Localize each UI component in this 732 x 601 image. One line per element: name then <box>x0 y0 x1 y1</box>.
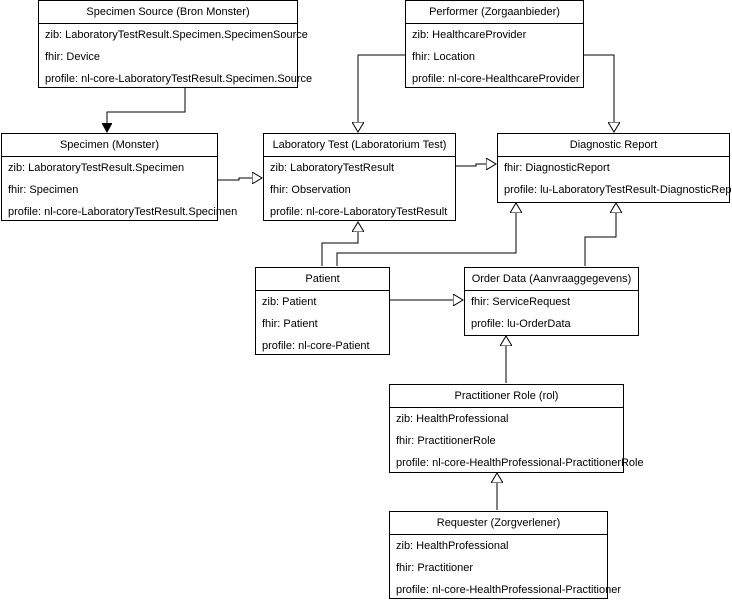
zib-row: zib: HealthcareProvider <box>412 29 527 41</box>
patient-box: Patient zib: Patient fhir: Patient profi… <box>255 267 390 355</box>
box-title: Order Data (Aanvraaggegevens) <box>465 268 638 291</box>
fhir-row: fhir: Practitioner <box>396 562 474 574</box>
performer-box: Performer (Zorgaanbieder) zib: Healthcar… <box>405 0 584 88</box>
zib-row: zib: LaboratoryTestResult.Specimen <box>8 162 185 174</box>
profile-row: profile: nl-core-LaboratoryTestResult <box>270 206 448 218</box>
practitioner-role-box: Practitioner Role (rol) zib: HealthProfe… <box>389 384 644 473</box>
specimen-source-box: Specimen Source (Bron Monster) zib: Labo… <box>38 0 313 88</box>
connector-performer-to-lab-test <box>358 54 405 132</box>
zib-row: zib: LaboratoryTestResult <box>270 162 395 174</box>
requester-box: Requester (Zorgverlener) zib: HealthProf… <box>389 511 621 599</box>
connector-specimen-source-to-specimen <box>107 87 186 132</box>
connector-order-data-to-diagnostic-report <box>584 203 616 266</box>
zib-row: zib: LaboratoryTestResult.Specimen.Speci… <box>45 29 308 41</box>
profile-row: profile: lu-LaboratoryTestResult-Diagnos… <box>504 184 732 196</box>
profile-row: profile: lu-OrderData <box>471 318 571 330</box>
zib-row: zib: HealthProfessional <box>396 413 509 425</box>
profile-row: profile: nl-core-LaboratoryTestResult.Sp… <box>45 73 313 85</box>
connector-patient-to-diagnostic-report <box>336 203 516 266</box>
profile-row: profile: nl-core-Patient <box>262 340 370 352</box>
order-data-box: Order Data (Aanvraaggegevens) fhir: Serv… <box>464 267 639 336</box>
profile-row: profile: nl-core-HealthProfessional-Prac… <box>396 457 644 469</box>
zib-row: zib: Patient <box>262 296 317 308</box>
fhir-row: fhir: Specimen <box>8 184 79 196</box>
box-title: Performer (Zorgaanbieder) <box>406 1 583 24</box>
box-title: Diagnostic Report <box>498 134 729 157</box>
profile-row: profile: nl-core-HealthProfessional-Prac… <box>396 584 621 596</box>
fhir-row: fhir: Device <box>45 51 101 63</box>
box-title: Specimen (Monster) <box>2 134 217 157</box>
fhir-row: fhir: Observation <box>270 184 351 196</box>
zib-row: zib: HealthProfessional <box>396 540 509 552</box>
connector-performer-to-diagnostic-report <box>583 54 614 132</box>
box-title: Patient <box>256 268 389 291</box>
fhir-row: fhir: DiagnosticReport <box>504 162 610 174</box>
laboratory-test-box: Laboratory Test (Laboratorium Test) zib:… <box>263 133 456 221</box>
box-title: Practitioner Role (rol) <box>390 385 623 408</box>
connector-patient-to-lab-test <box>321 222 358 266</box>
diagnostic-report-box: Diagnostic Report fhir: DiagnosticReport… <box>497 133 732 203</box>
connector-specimen-to-lab-test <box>217 178 262 180</box>
fhir-row: fhir: ServiceRequest <box>471 296 571 308</box>
box-title: Laboratory Test (Laboratorium Test) <box>264 134 455 157</box>
profile-row: profile: nl-core-LaboratoryTestResult.Sp… <box>8 206 238 218</box>
box-title: Requester (Zorgverlener) <box>390 512 607 535</box>
box-title: Specimen Source (Bron Monster) <box>39 1 297 24</box>
fhir-row: fhir: Location <box>412 51 475 63</box>
specimen-box: Specimen (Monster) zib: LaboratoryTestRe… <box>1 133 238 221</box>
fhir-row: fhir: PractitionerRole <box>396 435 496 447</box>
profile-row: profile: nl-core-HealthcareProvider <box>412 73 580 85</box>
fhir-row: fhir: Patient <box>262 318 318 330</box>
connector-lab-test-to-diagnostic-report <box>455 164 496 166</box>
